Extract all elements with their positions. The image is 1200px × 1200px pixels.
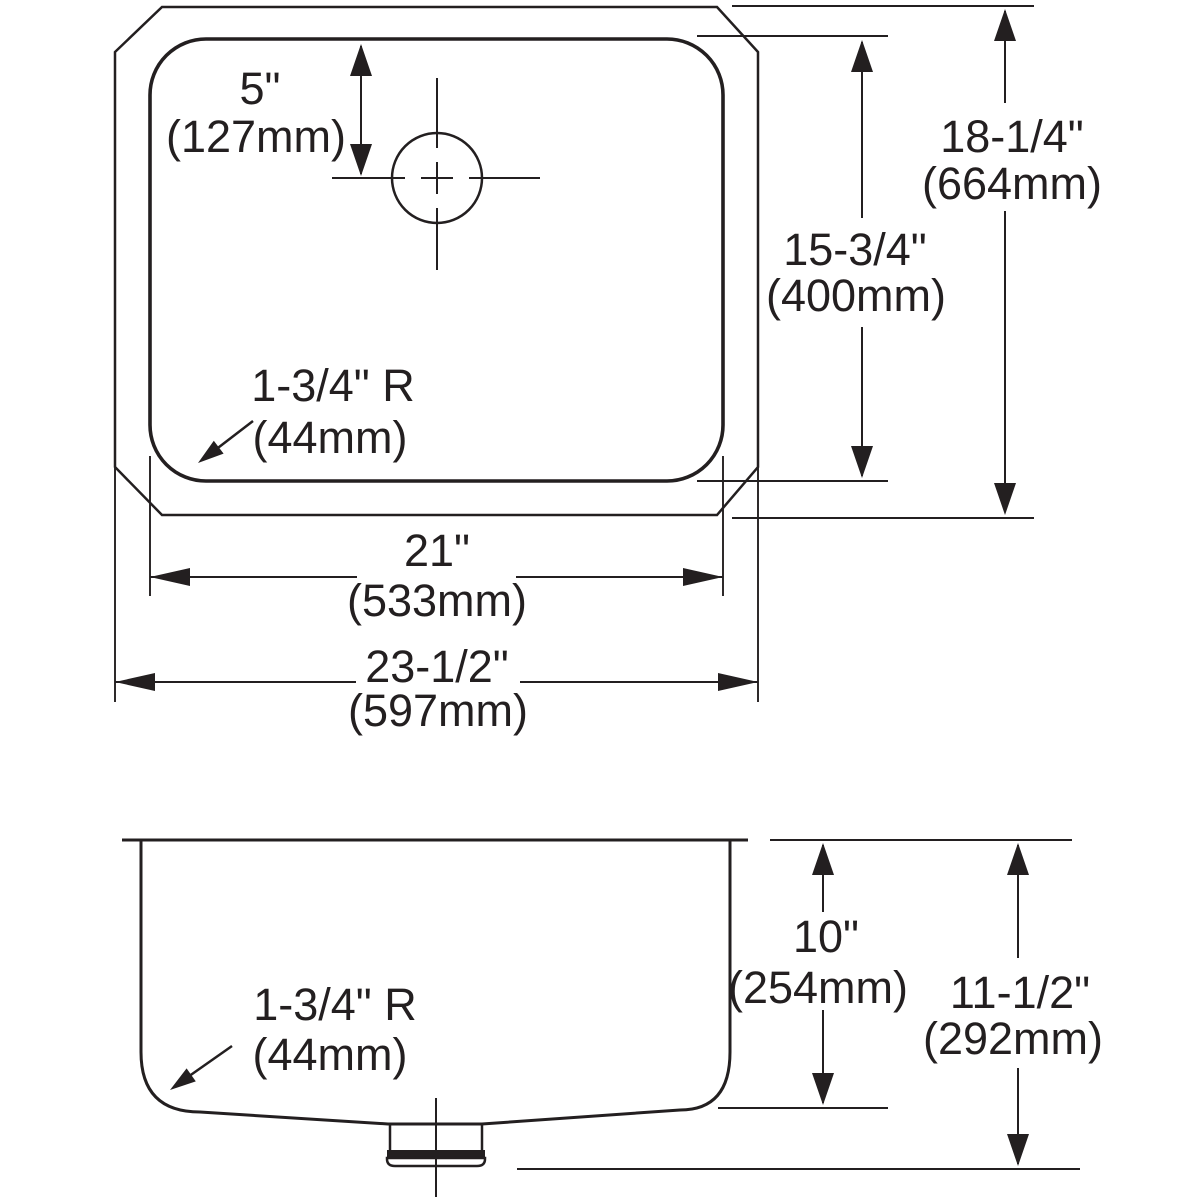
dim-bowl-front-to-back: 15-3/4" (400mm) [697, 35, 946, 482]
faucet-hole-centerlines [332, 78, 540, 270]
leader-arrowhead [198, 440, 224, 463]
dim-value: 18-1/4" [940, 111, 1084, 162]
top-view-outer-outline [113, 5, 760, 517]
dim-overall-width: 23-1/2" (597mm) [114, 468, 759, 736]
radius-callout-side: 1-3/4" R (44mm) [170, 979, 417, 1090]
dim-value: 10" [793, 911, 859, 962]
arrowhead-up [851, 40, 873, 72]
dim-faucet-offset: 5" (127mm) [166, 44, 372, 176]
dim-metric: (254mm) [728, 962, 908, 1013]
arrowhead-down [350, 144, 372, 176]
dim-bowl-width: 21" (533mm) [149, 456, 724, 626]
arrowhead-left [115, 673, 155, 691]
dim-metric: (533mm) [347, 575, 527, 626]
dim-value: 5" [239, 63, 280, 114]
arrowhead-left [150, 568, 190, 586]
radius-value: 1-3/4" R [253, 979, 417, 1030]
arrowhead-up [1007, 843, 1029, 875]
side-view-bowl-outline [139, 840, 732, 1126]
arrowhead-up [350, 44, 372, 76]
arrowhead-down [1007, 1134, 1029, 1166]
dim-bowl-depth: 10" (254mm) [718, 839, 1072, 1109]
dim-metric: (597mm) [348, 685, 528, 736]
dim-metric: (400mm) [766, 270, 946, 321]
top-view-bowl-outline [148, 37, 725, 483]
arrowhead-down [851, 446, 873, 478]
arrowhead-down [812, 1073, 834, 1105]
dim-metric: (292mm) [923, 1013, 1103, 1064]
dim-metric: (127mm) [166, 111, 346, 162]
arrowhead-right [718, 673, 758, 691]
radius-callout-top: 1-3/4" R (44mm) [198, 360, 415, 463]
radius-metric: (44mm) [253, 412, 408, 463]
dim-overall-front-to-back: 18-1/4" (664mm) [732, 5, 1102, 519]
dim-metric: (664mm) [922, 158, 1102, 209]
arrowhead-right [683, 568, 723, 586]
dim-value: 15-3/4" [783, 224, 927, 275]
dim-value: 23-1/2" [365, 641, 509, 692]
dim-overall-depth: 11-1/2" (292mm) [517, 843, 1103, 1170]
dim-value: 21" [404, 525, 470, 576]
dim-value: 11-1/2" [950, 967, 1090, 1018]
arrowhead-down [994, 483, 1016, 515]
top-view: 5" (127mm) 1-3/4" R (44mm) 21" (533mm) [113, 5, 1102, 736]
drain-fitting [385, 1098, 487, 1197]
radius-metric: (44mm) [253, 1029, 408, 1080]
radius-value: 1-3/4" R [251, 360, 415, 411]
arrowhead-up [812, 843, 834, 875]
side-view: 1-3/4" R (44mm) 10" (254mm) 11-1/2" (292… [122, 838, 1103, 1197]
leader-line [184, 1044, 233, 1081]
leader-arrowhead [170, 1068, 196, 1090]
arrowhead-up [994, 9, 1016, 41]
drain-locknut [385, 1156, 487, 1168]
